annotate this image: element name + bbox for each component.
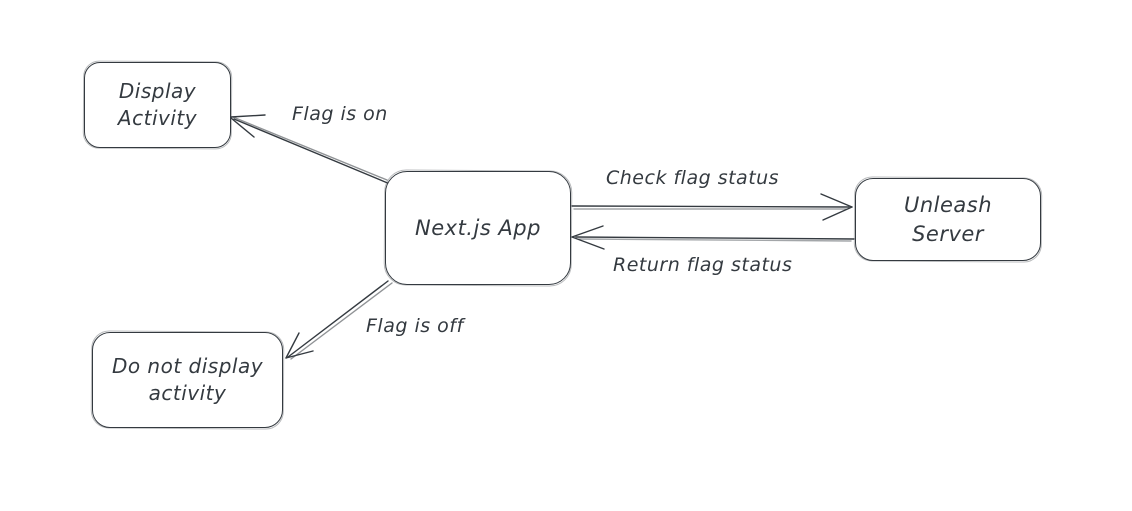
node-unleash-server-label: Unleash Server <box>903 193 993 246</box>
node-display-activity: Display Activity <box>84 62 231 148</box>
node-do-not-display-activity: Do not display activity <box>92 332 283 428</box>
edge-label-check-flag-status: Check flag status <box>606 167 780 189</box>
node-display-activity-label: Display Activity <box>117 79 198 130</box>
edge-label-return-flag-status: Return flag status <box>613 254 793 276</box>
node-nextjs-app-label: Next.js App <box>415 215 541 240</box>
edge-flag-is-off <box>285 280 393 360</box>
node-do-not-display-activity-label: Do not display activity <box>111 354 264 405</box>
node-nextjs-app: Next.js App <box>385 171 571 285</box>
edge-return-flag-status <box>571 225 855 250</box>
edge-check-flag-status <box>571 193 853 221</box>
edge-label-flag-is-on: Flag is on <box>292 103 388 125</box>
edge-label-flag-is-off: Flag is off <box>366 315 464 337</box>
edge-flag-is-on <box>230 114 391 185</box>
node-unleash-server: Unleash Server <box>855 178 1041 261</box>
